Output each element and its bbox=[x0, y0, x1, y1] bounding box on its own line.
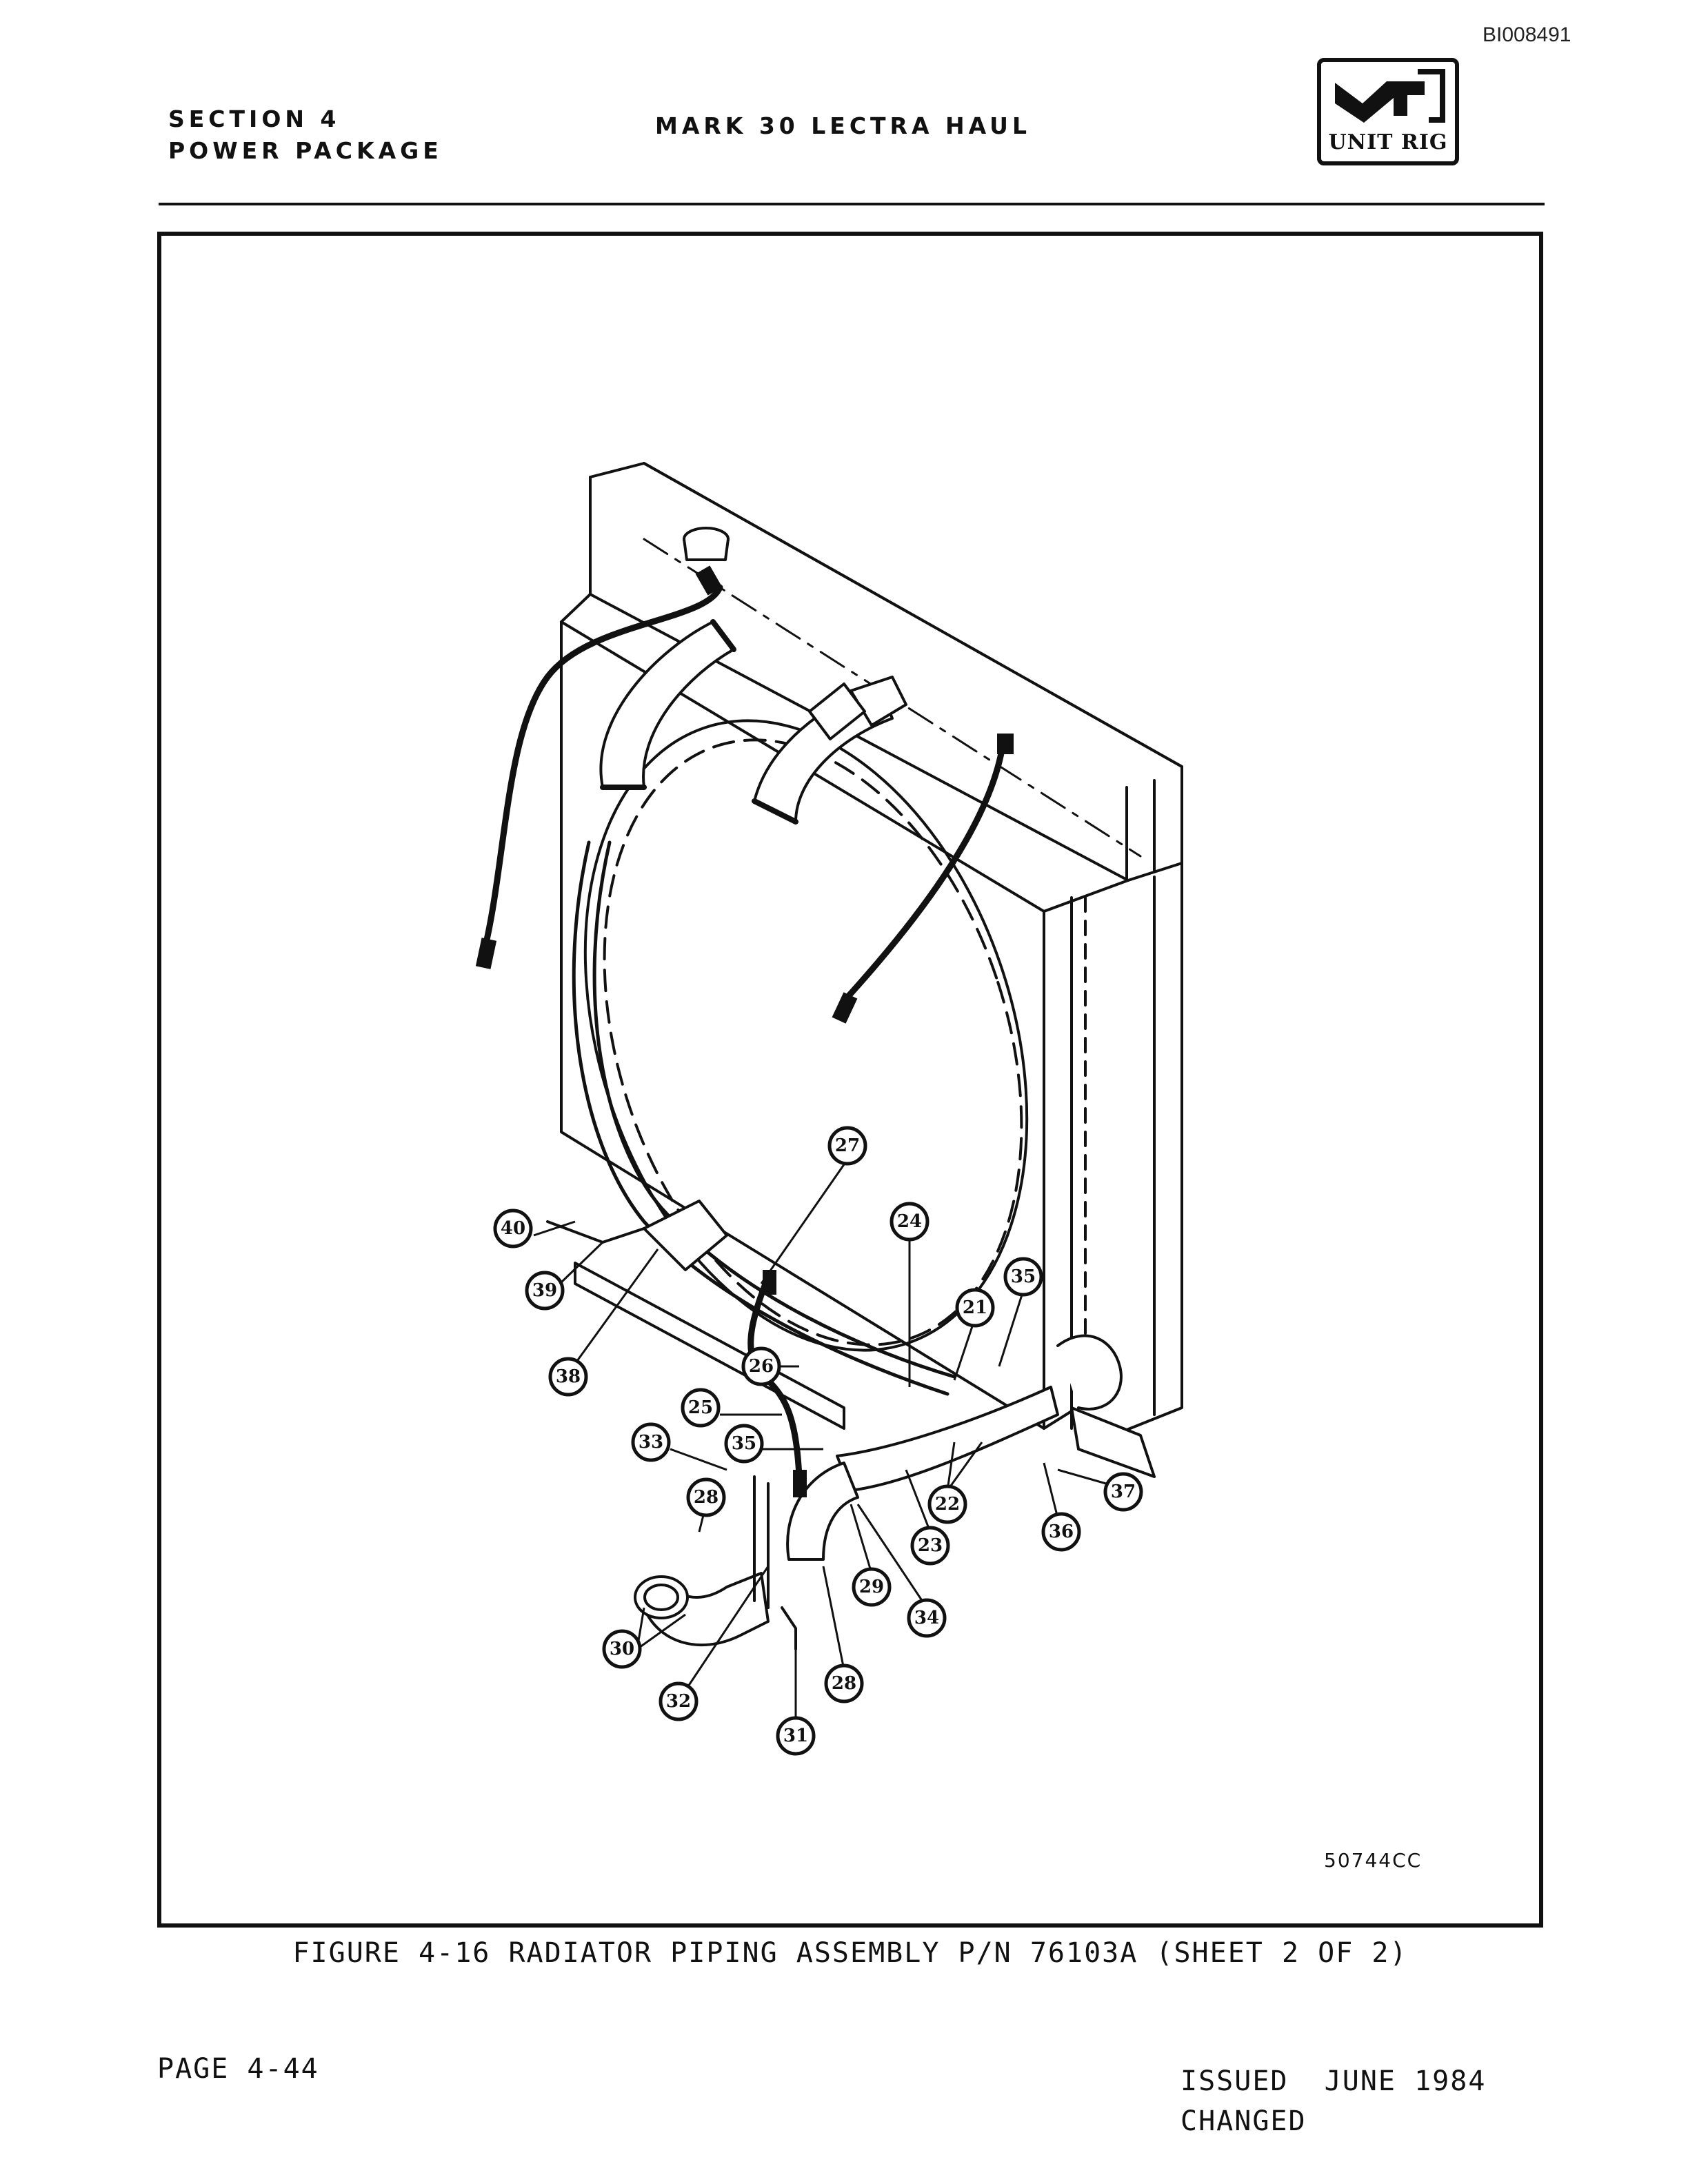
document-id: BI008491 bbox=[1483, 23, 1571, 46]
callout-36: 36 bbox=[1049, 1521, 1074, 1542]
callout-23: 23 bbox=[918, 1535, 943, 1556]
callout-35: 35 bbox=[1011, 1266, 1036, 1287]
header-rule bbox=[159, 203, 1545, 205]
callout-21: 21 bbox=[963, 1297, 987, 1318]
callout-40: 40 bbox=[501, 1218, 525, 1239]
callout-31: 31 bbox=[783, 1726, 808, 1746]
callout-33: 33 bbox=[639, 1432, 663, 1453]
radiator-piping-drawing: 27 24 35 21 40 39 26 38 25 33 35 28 22 3… bbox=[475, 462, 1183, 1756]
figure-caption: FIGURE 4-16 RADIATOR PIPING ASSEMBLY P/N… bbox=[292, 1937, 1408, 1969]
changed-label: CHANGED bbox=[1180, 2105, 1307, 2137]
callout-28: 28 bbox=[694, 1487, 719, 1508]
issue-block: ISSUED JUNE 1984 CHANGED bbox=[1180, 2061, 1486, 2141]
callout-30: 30 bbox=[610, 1639, 634, 1659]
callout-27: 27 bbox=[835, 1135, 860, 1156]
callout-24: 24 bbox=[897, 1211, 922, 1232]
issued-date: ISSUED JUNE 1984 bbox=[1180, 2065, 1487, 2097]
logo-mark-icon bbox=[1335, 69, 1445, 123]
callout-35b: 35 bbox=[732, 1433, 756, 1454]
figure-frame: 27 24 35 21 40 39 26 38 25 33 35 28 22 3… bbox=[157, 232, 1543, 1928]
callout-25: 25 bbox=[688, 1397, 713, 1418]
callout-22: 22 bbox=[935, 1494, 960, 1515]
unit-rig-logo: UNIT RIG bbox=[1317, 58, 1459, 165]
callout-26: 26 bbox=[749, 1356, 774, 1377]
callout-32: 32 bbox=[666, 1691, 691, 1712]
callout-37: 37 bbox=[1111, 1482, 1136, 1502]
manual-title: MARK 30 LECTRA HAUL bbox=[655, 112, 1031, 139]
logo-text: UNIT RIG bbox=[1328, 130, 1448, 154]
callout-34: 34 bbox=[914, 1608, 939, 1628]
callout-29: 29 bbox=[859, 1577, 884, 1597]
section-heading: SECTION 4 POWER PACKAGE bbox=[168, 103, 443, 167]
section-title: POWER PACKAGE bbox=[168, 137, 443, 164]
drawing-number: 50744CC bbox=[1324, 1849, 1423, 1872]
section-number: SECTION 4 bbox=[168, 105, 341, 132]
callout-28b: 28 bbox=[832, 1673, 856, 1694]
callout-39: 39 bbox=[532, 1280, 557, 1301]
page-number: PAGE 4-44 bbox=[157, 2053, 319, 2085]
callout-38: 38 bbox=[556, 1366, 581, 1387]
